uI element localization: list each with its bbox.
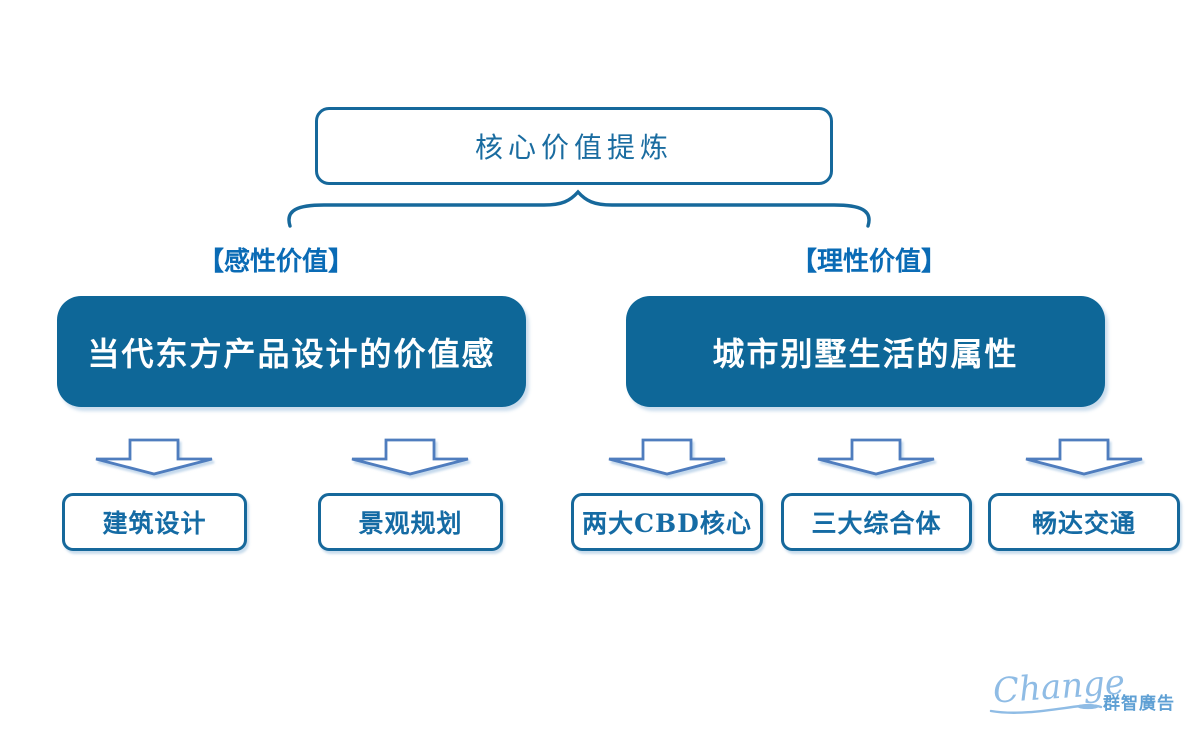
leaf-box-label: 建筑设计 (102, 509, 207, 538)
branch-box-rational: 城市别墅生活的属性 (626, 296, 1105, 407)
leaf-box-transport: 畅达交通 (988, 493, 1180, 551)
leaf-box-architecture: 建筑设计 (62, 493, 247, 551)
leaf-box-cbd: 两大CBD核心 (571, 493, 763, 551)
curly-brace-icon (287, 189, 871, 228)
branch-box-rational-label: 城市别墅生活的属性 (712, 334, 1019, 373)
leaf-box-complexes: 三大综合体 (781, 493, 972, 551)
down-arrow-icon (1025, 438, 1143, 476)
root-node-label: 核心价值提炼 (474, 131, 673, 164)
branch-tag-emotional: 【感性价值】 (198, 247, 355, 277)
down-arrow-icon (608, 438, 726, 476)
branch-tag-rational: 【理性价值】 (791, 247, 948, 277)
root-node: 核心价值提炼 (315, 107, 833, 185)
leaf-box-landscape: 景观规划 (318, 493, 503, 551)
down-arrow-icon (351, 438, 469, 476)
down-arrow-icon (95, 438, 213, 476)
branch-box-emotional: 当代东方产品设计的价值感 (57, 296, 526, 407)
down-arrow-icon (817, 438, 935, 476)
leaf-box-label: 景观规划 (358, 509, 463, 538)
leaf-box-label: 畅达交通 (1031, 509, 1136, 538)
logo-company-name: 群智廣告 (1103, 694, 1175, 714)
company-logo: Change 群智廣告 (985, 662, 1190, 720)
leaf-box-label: 两大CBD核心 (582, 509, 752, 538)
leaf-box-label: 三大综合体 (811, 509, 942, 538)
branch-box-emotional-label: 当代东方产品设计的价值感 (87, 334, 496, 373)
logo-swash-icon (989, 703, 1103, 714)
